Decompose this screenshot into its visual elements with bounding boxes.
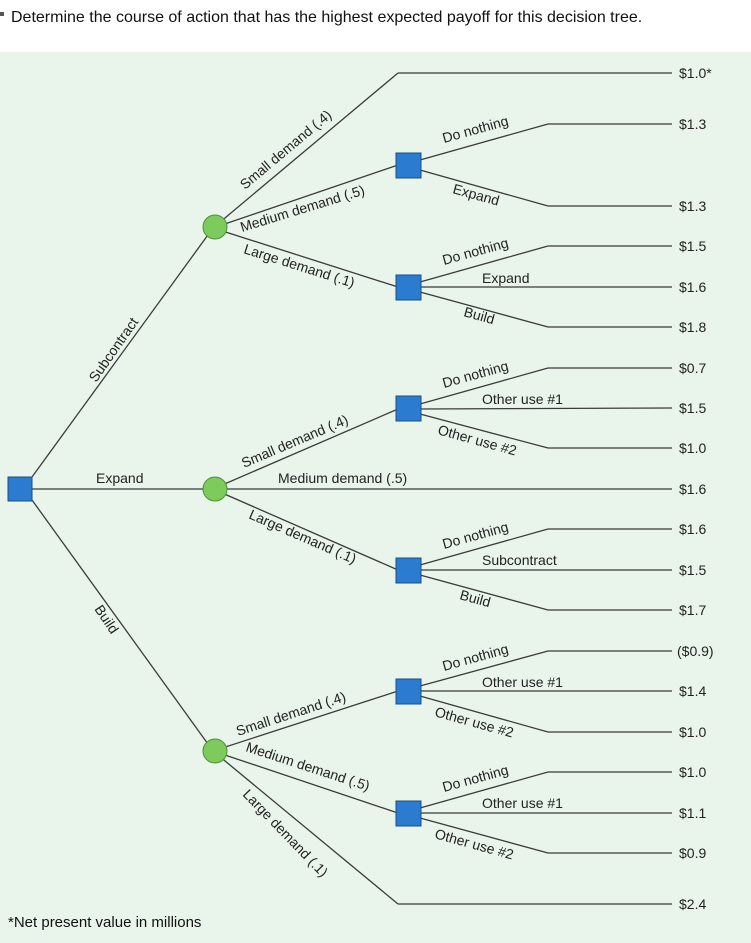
- sub-medium-decision-node[interactable]: [395, 152, 422, 179]
- label-exp-large: Large demand (.1): [247, 506, 359, 567]
- payoff-value: $1.5: [679, 400, 706, 416]
- label-exp-small: Small demand (.4): [239, 411, 351, 470]
- label-bld-medium: Medium demand (.5): [244, 739, 372, 794]
- payoff-value: $1.1: [679, 805, 706, 821]
- branch-lines: [31, 72, 673, 905]
- label-bld-sm-use2: Other use #2: [433, 703, 515, 740]
- payoffs: $1.0* $1.3 $1.3 $1.5 $1.6 $1.8 $0.7 $1.5…: [677, 65, 714, 912]
- branch-bld-small: [212, 690, 399, 752]
- label-bld-sm-nothing: Do nothing: [441, 640, 511, 674]
- branch-labels: Subcontract Expand Build Small demand (.…: [85, 107, 563, 880]
- exp-small-decision-node[interactable]: [395, 395, 422, 422]
- root-decision-node[interactable]: [7, 476, 33, 502]
- branch-bld-large: [212, 750, 399, 905]
- label-bld-sm-use1: Other use #1: [482, 674, 563, 690]
- branch-bld-sm-nothing: [419, 650, 549, 687]
- label-sub-med-nothing: Do nothing: [441, 112, 511, 146]
- label-sub-lg-nothing: Do nothing: [441, 234, 511, 268]
- bld-small-decision-node[interactable]: [395, 678, 422, 705]
- branch-build: [31, 499, 214, 752]
- label-bld-md-use1: Other use #1: [482, 795, 563, 811]
- branch-exp-large: [212, 488, 399, 571]
- branch-sub-med-expand: [419, 169, 549, 207]
- branch-exp-sm-use1: [419, 407, 673, 410]
- payoff-value: $1.7: [679, 602, 706, 618]
- label-exp-sm-nothing: Do nothing: [441, 357, 511, 391]
- label-sub-medium: Medium demand (.5): [238, 182, 366, 235]
- label-exp-sm-use2: Other use #2: [436, 421, 518, 458]
- payoff-value: $1.8: [679, 319, 706, 335]
- payoff-value: $1.0*: [679, 65, 712, 81]
- sub-large-decision-node[interactable]: [395, 274, 422, 301]
- branch-bld-sm-use2: [419, 695, 549, 733]
- branch-exp-lg-build: [419, 574, 549, 611]
- label-build: Build: [92, 602, 123, 637]
- label-exp-medium: Medium demand (.5): [278, 470, 407, 486]
- label-sub-med-expand: Expand: [451, 180, 501, 208]
- bld-medium-decision-node[interactable]: [395, 800, 422, 827]
- payoff-value: $2.4: [679, 896, 706, 912]
- payoff-value: $1.0: [679, 764, 706, 780]
- question-text: Determine the course of action that has …: [11, 9, 643, 26]
- label-exp-lg-sub: Subcontract: [482, 552, 557, 568]
- payoff-value: $0.7: [679, 360, 706, 376]
- branch-bld-medium: [212, 750, 399, 814]
- payoff-value: $1.0: [679, 724, 706, 740]
- payoff-value: $0.9: [679, 845, 706, 861]
- branch-bld-md-nothing: [419, 771, 549, 809]
- payoff-value: $1.6: [679, 279, 706, 295]
- label-expand: Expand: [96, 470, 143, 486]
- branch-sub-med-nothing: [419, 123, 549, 161]
- build-chance-node[interactable]: [202, 738, 228, 764]
- branch-exp-sm-use2: [419, 413, 549, 449]
- branch-sub-medium: [212, 164, 399, 229]
- label-exp-lg-nothing: Do nothing: [441, 518, 511, 552]
- label-bld-small: Small demand (.4): [234, 688, 348, 739]
- footnote: *Net present value in millions: [8, 914, 202, 931]
- branch-sub-large: [212, 227, 399, 288]
- payoff-value: $1.6: [679, 521, 706, 537]
- branch-sub-small: [212, 72, 399, 229]
- subcontract-chance-node[interactable]: [202, 214, 228, 240]
- label-subcontract: Subcontract: [85, 314, 141, 384]
- branch-sub-lg-build: [419, 291, 549, 328]
- payoff-value: $1.6: [679, 481, 706, 497]
- bullet-marker: [0, 12, 4, 16]
- label-exp-lg-build: Build: [458, 586, 492, 610]
- branch-sub-lg-nothing: [419, 245, 549, 283]
- branch-exp-sm-nothing: [419, 367, 549, 405]
- label-sub-large: Large demand (.1): [242, 241, 357, 291]
- payoff-value: $1.4: [679, 683, 706, 699]
- payoff-value: $1.0: [679, 440, 706, 456]
- label-sub-lg-expand: Expand: [482, 270, 529, 286]
- label-bld-md-nothing: Do nothing: [441, 761, 511, 795]
- label-sub-lg-build: Build: [462, 303, 496, 327]
- question-prompt: Determine the course of action that has …: [0, 0, 751, 52]
- branch-exp-small: [212, 408, 399, 490]
- payoff-value: $1.3: [679, 198, 706, 214]
- payoff-value: $1.5: [679, 562, 706, 578]
- expand-chance-node[interactable]: [202, 476, 228, 502]
- branch-exp-lg-nothing: [419, 528, 549, 566]
- label-bld-large: Large demand (.1): [240, 786, 332, 880]
- branch-subcontract: [31, 227, 214, 478]
- exp-large-decision-node[interactable]: [395, 557, 422, 584]
- label-bld-md-use2: Other use #2: [433, 825, 515, 862]
- branch-bld-md-use2: [419, 817, 549, 854]
- label-sub-small: Small demand (.4): [237, 107, 335, 193]
- label-exp-sm-use1: Other use #1: [482, 391, 563, 407]
- nodes: [7, 152, 422, 827]
- payoff-value: $1.3: [679, 116, 706, 132]
- payoff-value: ($0.9): [677, 643, 714, 659]
- payoff-value: $1.5: [679, 238, 706, 254]
